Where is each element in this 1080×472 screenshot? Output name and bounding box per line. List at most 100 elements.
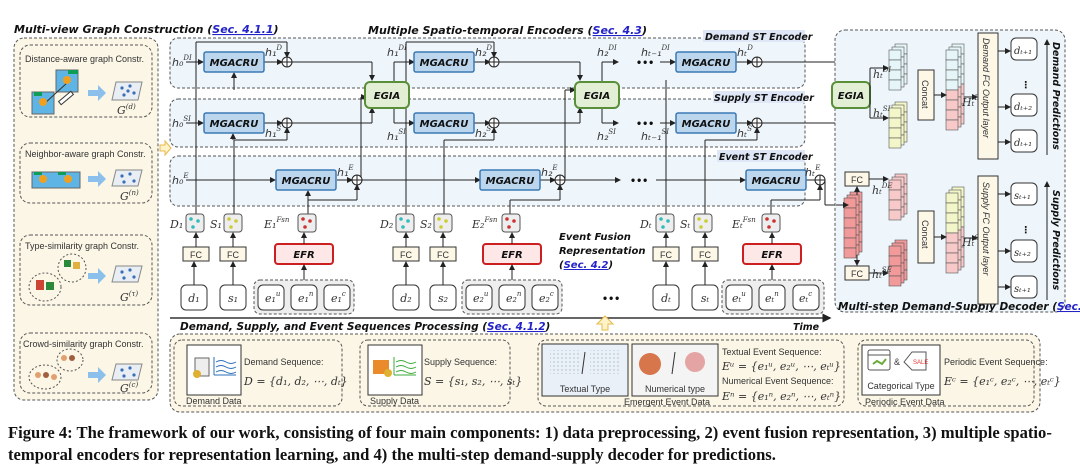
emergent-event-block: Textual Type Numerical type Textual Even… (537, 339, 845, 407)
map-distance-icon (31, 69, 79, 115)
concat-block-supply: Concat (917, 210, 935, 264)
sec-4-3-link[interactable]: Sec. 4.3 (593, 24, 643, 37)
svg-text:MGACRU: MGACRU (210, 58, 259, 69)
sum-icon (488, 117, 500, 129)
tensor-hT-SI (888, 101, 908, 149)
graph-icon (111, 265, 143, 283)
tensor-hT-DI (888, 43, 908, 91)
hollow-arrow-up-icon (595, 315, 615, 331)
h1-SI-label: h₁SI (387, 128, 406, 143)
tensor-event-features (843, 191, 863, 259)
svg-text:EFR: EFR (501, 250, 522, 261)
S2-label: S₂ (420, 218, 432, 231)
type-similarity-panel: Type-similarity graph Constr. G(τ) (19, 234, 153, 306)
hT-demand-label: hₜD (737, 44, 753, 59)
s-T+1-output: sₜ₊₁ (1014, 284, 1031, 295)
hT-1-DI-label: hₜ₋₁DI (641, 44, 670, 59)
svg-text:Supply FC Output layer: Supply FC Output layer (981, 182, 991, 277)
supply-st-encoder-label: Supply ST Encoder (714, 93, 815, 104)
h0-event-label: h₀E (172, 172, 189, 187)
sum-icon (554, 174, 566, 186)
h2-supply-label: h₂S (475, 125, 491, 140)
sec-4-1-1-link[interactable]: Sec. 4.1.1 (212, 23, 273, 36)
svg-text:Concat: Concat (920, 80, 930, 109)
supply-sequence-label: Supply Sequence: (424, 357, 497, 367)
tensor-HT-S (945, 186, 965, 274)
periodic-event-sequence-label: Periodic Event Sequence: (944, 357, 1048, 367)
svg-text:FC: FC (699, 250, 711, 260)
svg-text:Demand FC Output layer: Demand FC Output layer (981, 38, 991, 139)
periodic-event-data-caption: Periodic Event Data (865, 397, 945, 407)
hT-1-SI-label: hₜ₋₁SI (641, 128, 669, 143)
supply-predictions-label: Supply Predictions (1050, 190, 1061, 291)
efr-title-line1: Event Fusion (559, 232, 631, 243)
eTu-input: eₜu (732, 290, 746, 305)
h1-demand-label: h₁D (265, 44, 282, 59)
ET-fsn-label: EₜFsn (731, 216, 756, 231)
mgacru-cell-event-1: MGACRU (275, 169, 337, 191)
mgacru-cells: MGACRU MGACRU MGACRU MGACRU MGACRU MGACR… (203, 51, 807, 191)
svg-text:FC: FC (437, 250, 449, 260)
demand-tag-bg (703, 30, 805, 42)
tensor-hT-DE (888, 173, 908, 221)
demand-data-caption: Demand Data (186, 396, 242, 406)
mgacru-cell-event-2: MGACRU (479, 169, 541, 191)
sec-4-4-link[interactable]: Sec. 4.4 (1057, 301, 1080, 313)
crowd-icon (28, 348, 84, 390)
hT-event-label: hₜE (805, 164, 820, 179)
sale-tag-icon (903, 351, 927, 371)
periodic-event-block: & SALE Categorical Type Periodic Event S… (857, 339, 1061, 407)
ellipsis: ••• (630, 176, 648, 187)
egia-block-2: EGIA (574, 81, 620, 109)
distance-aware-label: Distance-aware graph Constr. (25, 54, 144, 64)
vertical-ellipsis: ⋮ (1021, 225, 1031, 236)
efr-ref: (Sec. 4.2) (559, 260, 613, 271)
event-st-encoder-label: Event ST Encoder (719, 152, 814, 163)
demand-graph-node-icon (185, 213, 205, 233)
mgacru-cell-supply-2: MGACRU (413, 112, 475, 134)
mgacru-cell-supply-T: MGACRU (675, 112, 737, 134)
supply-data-caption: Supply Data (370, 396, 419, 406)
buildings-icon (28, 253, 87, 302)
sum-icon (751, 56, 763, 68)
arrow-right-icon (88, 171, 106, 187)
event-graph-node-icon (761, 213, 781, 233)
demand-outputs: dₜ₊₁ ⋮ dₜ₊₂ dₜ₊₁ (1010, 37, 1038, 153)
eTn-input: eₜn (765, 290, 779, 305)
svg-text:MGACRU: MGACRU (420, 58, 469, 69)
svg-text:Numerical type: Numerical type (645, 384, 705, 394)
svg-text:FC: FC (660, 250, 672, 260)
supply-graph-node-icon (433, 213, 453, 233)
h1-DI-label: h₁DI (387, 44, 407, 59)
distance-aware-panel: Distance-aware graph Constr. G(d) (19, 44, 153, 118)
neighbor-aware-panel: Neighbor-aware graph Constr. G(n) (19, 142, 153, 204)
DT-label: Dₜ (639, 218, 652, 231)
eTc-input: eₜc (799, 290, 812, 305)
arrow-right-icon (88, 85, 106, 101)
D1-label: D₁ (169, 218, 183, 231)
graph-construction-section: Multi-view Graph Construction (Sec. 4.1.… (13, 23, 279, 401)
encoders-section: Multiple Spatio-temporal Encoders (Sec. … (169, 24, 848, 215)
sum-icon (281, 56, 293, 68)
ellipsis: ••• (636, 58, 654, 69)
S1-label: S₁ (210, 218, 222, 231)
ST-label: Sₜ (680, 218, 691, 231)
graph-icon (111, 363, 143, 381)
fc-block-DE: FC (844, 171, 870, 187)
demand-st-encoder-label: Demand ST Encoder (705, 32, 814, 43)
egia-block-1: EGIA (364, 81, 410, 109)
map-neighbor-icon (31, 171, 81, 189)
svg-text:sₜ: sₜ (701, 292, 710, 305)
svg-text:EGIA: EGIA (838, 91, 865, 102)
svg-text:Concat: Concat (920, 220, 930, 249)
sum-icon (488, 56, 500, 68)
arrow-right-icon (88, 367, 106, 383)
sec-4-1-2-link[interactable]: Sec. 4.1.2 (487, 321, 545, 333)
demand-fc-output-layer: Demand FC Output layer (977, 32, 999, 160)
svg-text:FC: FC (851, 269, 863, 279)
e2n-input: e₂n (506, 290, 522, 305)
mgacru-cell-event-T: MGACRU (745, 169, 807, 191)
sec-4-2-link[interactable]: Sec. 4.2 (564, 260, 609, 271)
E2-fsn-label: E₂Fsn (471, 216, 498, 231)
inputs-section: D₁ S₁ E₁Fsn FC FC EFR d₁ s₁ e₁u e₁n e₁c … (169, 213, 832, 333)
